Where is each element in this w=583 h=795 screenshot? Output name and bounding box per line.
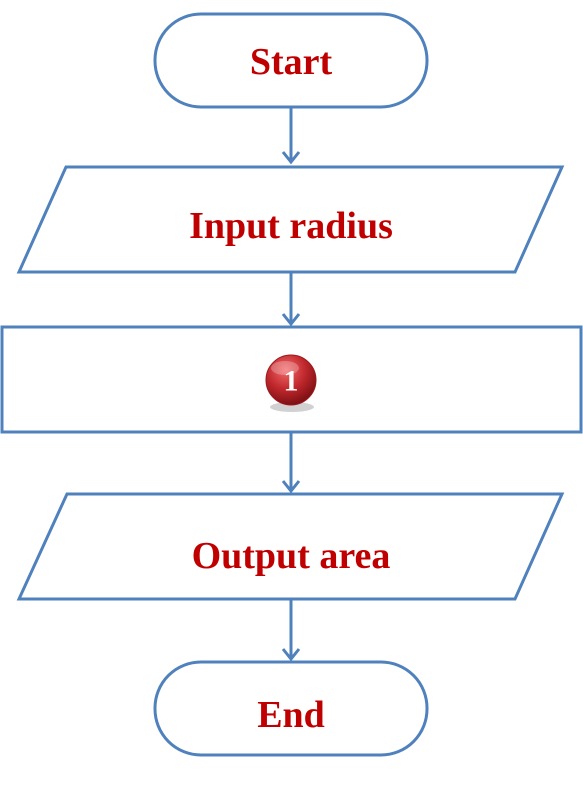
input-node: Input radius bbox=[16, 165, 565, 274]
end-label: End bbox=[257, 694, 325, 736]
number-badge-icon: 1 bbox=[265, 354, 317, 412]
input-label: Input radius bbox=[189, 205, 393, 247]
start-node: Start bbox=[153, 12, 429, 109]
process-badge-number: 1 bbox=[284, 365, 299, 398]
connector-start-to-input bbox=[281, 107, 301, 165]
output-label: Output area bbox=[192, 535, 391, 577]
connector-output-to-end bbox=[281, 599, 301, 662]
connector-process-to-output bbox=[281, 432, 301, 494]
start-label: Start bbox=[250, 41, 333, 83]
connector-input-to-process bbox=[281, 272, 301, 327]
output-node: Output area bbox=[16, 492, 565, 601]
process-node: 1 bbox=[0, 325, 583, 434]
end-node: End bbox=[153, 660, 429, 757]
